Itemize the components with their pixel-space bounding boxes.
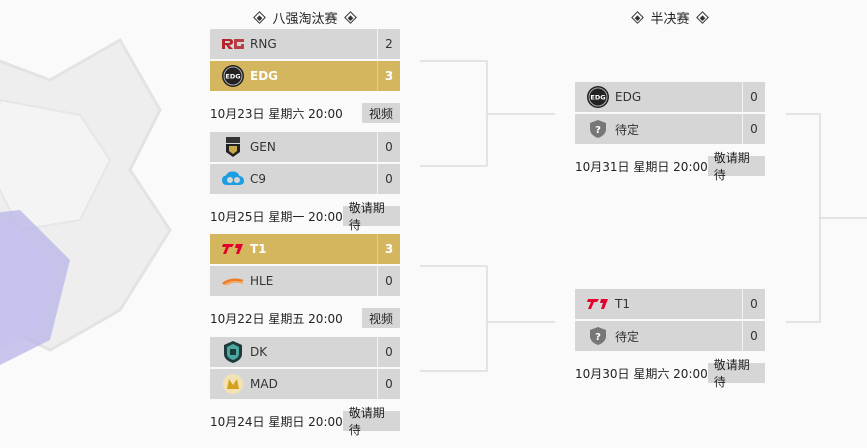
- team-row-hle[interactable]: HLE 0: [210, 266, 400, 296]
- team-score: 0: [742, 114, 765, 144]
- video-button[interactable]: 视频: [361, 308, 400, 328]
- team-row-t1[interactable]: T1 0: [575, 289, 765, 319]
- round-title-label: 八强淘汰赛: [272, 11, 338, 27]
- match-info: 10月30日 星期六 20:00 敬请期待: [575, 358, 765, 389]
- team-row-rng[interactable]: RNG 2: [210, 29, 400, 59]
- team-score: 0: [742, 321, 765, 351]
- team-score: 2: [377, 29, 400, 59]
- team-name: GEN: [250, 140, 276, 154]
- coming-soon-button[interactable]: 敬请期待: [342, 406, 400, 437]
- video-button[interactable]: 视频: [361, 103, 400, 123]
- team-row-t1[interactable]: T1 3: [210, 234, 400, 264]
- team-score: 0: [377, 132, 400, 162]
- team-name: 待定: [615, 122, 640, 137]
- team-name: T1: [250, 242, 267, 256]
- question-shield-icon: ?: [585, 116, 611, 142]
- diamond-icon: [343, 10, 357, 24]
- round-title-semifinal: 半决赛: [575, 7, 765, 27]
- match-time: 10月24日 星期日 20:00: [210, 414, 343, 429]
- coming-soon-button[interactable]: 敬请期待: [342, 201, 400, 232]
- svg-text:?: ?: [595, 332, 601, 343]
- team-name: RNG: [250, 37, 277, 51]
- edg-logo-icon: EDG: [585, 84, 611, 110]
- team-score: 0: [742, 82, 765, 112]
- gen-logo-icon: [220, 134, 246, 160]
- team-score: 0: [377, 164, 400, 194]
- match-time: 10月25日 星期一 20:00: [210, 209, 343, 224]
- team-row-c9[interactable]: C9 0: [210, 164, 400, 194]
- background-art: [0, 37, 172, 365]
- team-name: T1: [615, 297, 630, 311]
- team-name: EDG: [615, 90, 642, 104]
- team-row-tbd[interactable]: ? 待定 0: [575, 114, 765, 144]
- svg-text:EDG: EDG: [590, 94, 605, 102]
- team-row-edg[interactable]: EDG EDG 3: [210, 61, 400, 91]
- question-shield-icon: ?: [585, 323, 611, 349]
- diamond-icon: [253, 10, 267, 24]
- team-row-gen[interactable]: GEN 0: [210, 132, 400, 162]
- match-info: 10月24日 星期日 20:00 敬请期待: [210, 406, 400, 437]
- coming-soon-button[interactable]: 敬请期待: [707, 358, 765, 389]
- edg-logo-icon: EDG: [220, 63, 246, 89]
- match-time: 10月31日 星期日 20:00: [575, 159, 708, 174]
- team-name: HLE: [250, 274, 274, 288]
- c9-logo-icon: [220, 166, 246, 192]
- match-time: 10月23日 星期六 20:00: [210, 106, 343, 121]
- coming-soon-button[interactable]: 敬请期待: [707, 151, 765, 182]
- rng-logo-icon: [220, 31, 246, 57]
- svg-text:EDG: EDG: [225, 73, 240, 81]
- team-name: EDG: [250, 69, 279, 83]
- t1-logo-icon: [220, 236, 246, 262]
- round-title-label: 半决赛: [650, 11, 690, 27]
- team-score: 0: [377, 369, 400, 399]
- team-name: MAD: [250, 377, 278, 391]
- diamond-icon: [631, 10, 645, 24]
- team-row-tbd[interactable]: ? 待定 0: [575, 321, 765, 351]
- mad-logo-icon: [220, 371, 246, 397]
- round-title-quarterfinal: 八强淘汰赛: [210, 7, 400, 27]
- team-row-mad[interactable]: MAD 0: [210, 369, 400, 399]
- team-name: 待定: [615, 329, 640, 344]
- t1-logo-icon: [585, 291, 611, 317]
- team-score: 0: [742, 289, 765, 319]
- team-score: 0: [377, 337, 400, 367]
- diamond-icon: [695, 10, 709, 24]
- team-score: 3: [377, 234, 400, 264]
- team-name: DK: [250, 345, 268, 359]
- team-row-edg[interactable]: EDG EDG 0: [575, 82, 765, 112]
- match-time: 10月30日 星期六 20:00: [575, 366, 708, 381]
- match-info: 10月31日 星期日 20:00 敬请期待: [575, 151, 765, 182]
- match-info: 10月23日 星期六 20:00 视频: [210, 103, 400, 123]
- team-row-dk[interactable]: DK 0: [210, 337, 400, 367]
- svg-text:?: ?: [595, 125, 601, 136]
- team-score: 3: [377, 61, 400, 91]
- match-time: 10月22日 星期五 20:00: [210, 311, 343, 326]
- team-score: 0: [377, 266, 400, 296]
- match-info: 10月25日 星期一 20:00 敬请期待: [210, 201, 400, 232]
- hle-logo-icon: [220, 268, 246, 294]
- match-info: 10月22日 星期五 20:00 视频: [210, 308, 400, 328]
- dk-logo-icon: [220, 339, 246, 365]
- team-name: C9: [250, 172, 267, 186]
